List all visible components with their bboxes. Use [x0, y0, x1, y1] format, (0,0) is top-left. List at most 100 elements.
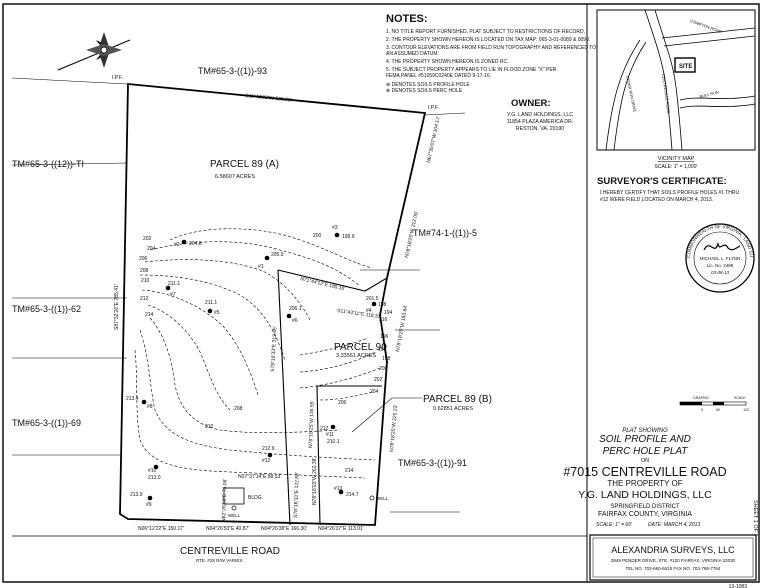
map-holes-9-elev-label: 213.0	[148, 475, 161, 481]
map-holes-10-elev-label: 210.1	[327, 439, 340, 445]
map-bearings-seg_s4-label: N04°26'37"E 113.91'	[318, 526, 364, 532]
seal-signature	[703, 241, 741, 251]
soil-hole-12: #12 212.9	[262, 446, 275, 464]
map-holes-2-num-label: #3	[332, 225, 338, 231]
graphic-scale-tick-1: 60	[716, 408, 720, 412]
map-bearings-interior_vert-label: S78°16'33"E 312.95'	[270, 326, 278, 372]
parcel-89b-title: PARCEL 89 (B)	[423, 394, 492, 405]
vicinity-centreville: CENTREVILLE ROAD	[661, 73, 672, 113]
building-label: BLDG.	[248, 495, 263, 501]
plat-the-property: THE PROPERTY OF	[607, 479, 682, 488]
tm-left-mid: TM#65-3-((1))-62	[12, 304, 81, 314]
note-4: 4. THE PROPERTY SHOWN HEREON IS ZONED RC…	[386, 59, 509, 65]
vicinity-site-label: SITE	[679, 64, 692, 70]
map-bearings-inner_left-label: N78°18'25"W 135.55'	[308, 400, 316, 448]
note-5b: FEMA PANEL #51059C0240E DATED 9-17-10.	[386, 73, 491, 79]
soil-hole-2: #2 204.8	[174, 239, 202, 248]
note-5: 5. THE SUBJECT PROPERTY APPEARS TO LIE I…	[386, 67, 557, 73]
contour-labels: 200 202 204 206 208 210 212 214 216 196 …	[139, 233, 393, 474]
plat-district: SPRINGFIELD DISTRICT	[610, 504, 680, 510]
plat-title-block: PLAT SHOWING SOIL PROFILE AND PERC HOLE …	[563, 428, 726, 518]
well-right-icon	[369, 495, 375, 501]
soil-hole-6: #6 206.1	[286, 306, 302, 324]
map-holes-1-elev-label: 204.8	[189, 241, 202, 247]
seal-date: 03-08-13	[711, 270, 730, 275]
owner-line-2: 11854 PLAZA AMERICA DR.	[507, 119, 574, 125]
drawing-number: 13-1083	[729, 584, 748, 588]
certificate-line-1: I HEREBY CERTIFY THAT SOILS PROFILE HOLE…	[600, 190, 740, 196]
map-contours-11-label: 200	[379, 366, 388, 372]
map-contours-7-label: 214	[145, 312, 154, 318]
map-bearings-lower_left-label: N07°37'14"E 88.53'	[238, 474, 281, 480]
note-3: 3. CONTOUR ELEVATIONS ARE FROM FIELD RUN…	[386, 45, 596, 51]
map-holes-5-num-label: #6	[292, 318, 298, 324]
parcel-89a-acres: 6.58607 ACRES	[215, 174, 255, 180]
map-contours-2-label: 204	[147, 246, 156, 252]
plat-scale: SCALE: 1" = 60'	[596, 522, 633, 528]
map-holes-11-num-label: #12	[262, 458, 271, 464]
map-bearings-interior_top-label: N71°44'12"E 185.16'	[300, 276, 346, 292]
map-holes-4-num-label: #5	[214, 310, 220, 316]
firm-address: 3949 PENDER DRIVE, STE. #120 FAIRFAX, VI…	[611, 558, 736, 563]
map-contours-6-label: 212	[140, 296, 149, 302]
map-contours-8-label: 216	[379, 317, 388, 323]
map-holes-11-elev-label: 212.9	[262, 446, 275, 452]
property-boundary	[119, 83, 427, 526]
map-holes-10-num-label: #11	[326, 432, 334, 438]
map-contours-17-label: 212	[320, 426, 329, 432]
map-holes-5-elev-label: 206.1	[289, 306, 302, 312]
note-1: 1. NO TITLE REPORT FURNISHED, PLAT SUBJE…	[386, 29, 585, 35]
seal-lic: Lic. No. 2489	[707, 263, 734, 268]
map-contours-14-label: 206	[338, 400, 347, 406]
owner-title: OWNER:	[511, 98, 551, 109]
map-holes-0-num-label: #1	[258, 264, 264, 270]
graphic-scale: GRAPHIC SCALE 0 60 120	[679, 396, 749, 412]
tm-left-bot: TM#65-3-((1))-69	[12, 418, 81, 428]
map-holes-2-elev-label: 199.9	[342, 234, 355, 240]
graphic-scale-label-2: SCALE	[734, 396, 746, 400]
tm-right-mid: TM#74-1-((1))-5	[413, 228, 477, 238]
plat-owner: Y.G. LAND HOLDINGS, LLC	[578, 489, 712, 501]
map-contours-10-label: 198	[382, 356, 391, 362]
plat-county: FAIRFAX COUNTY, VIRGINIA	[598, 511, 692, 518]
map-contours-4-label: 208	[140, 268, 149, 274]
map-holes-6-elev-label: 211.1	[168, 281, 180, 287]
map-contours-5-label: 210	[141, 278, 150, 284]
soil-hole-3: #3 199.9	[332, 225, 355, 240]
map-contours-16-label: 210	[205, 424, 214, 430]
legend-profile: ⊕ DENOTES SOILS PROFILE HOLE	[386, 82, 470, 88]
parcel-90-title: PARCEL 90	[334, 342, 387, 353]
plat-address: #7015 CENTREVILLE ROAD	[563, 465, 726, 479]
parcel-89b-leader	[351, 397, 422, 433]
map-holes-8-elev-label: 213.9	[130, 492, 143, 498]
map-bearings-north-label: S11°42'02"W 536.92'	[245, 93, 292, 104]
surveyor-firm-box: ALEXANDRIA SURVEYS, LLC 3949 PENDER DRIV…	[589, 534, 757, 581]
map-contours-3-label: 206	[139, 256, 148, 262]
map-bearings-small_b-label: S78°16'33"E 122.88'	[293, 472, 301, 518]
firm-phone: TEL NO. 703-660-6615 FAX NO. 703-768-776…	[626, 566, 721, 571]
soil-hole-1: #1 205.9	[258, 252, 284, 270]
notes-list: 1. NO TITLE REPORT FURNISHED, PLAT SUBJE…	[386, 29, 596, 94]
map-holes-3-elev-label: 201.5	[366, 296, 379, 302]
map-contours-20-label: 196	[380, 334, 389, 340]
parcel-89b-west	[316, 385, 321, 526]
map-holes-0-elev-label: 205.9	[271, 252, 284, 258]
map-holes-12-elev-label: 214.7	[346, 492, 359, 498]
map-holes-1-num-label: #2	[174, 242, 180, 248]
certificate-line-2: #12 WERE FIELD LOCATED ON MARCH 4, 2013.	[600, 197, 713, 203]
note-2: 2. THE PROPERTY SHOWN HEREON IS LOCATED …	[386, 37, 590, 43]
map-bearings-interior_mid-label: N78°18'25"W 183.84'	[395, 305, 409, 353]
map-bearings-interior_e-label: S11°43'11"E 118.33'	[337, 308, 382, 320]
tm-left-top: TM#65-3-((12))-TI	[12, 159, 84, 169]
owner-line-1: Y.G. LAND HOLDINGS, LLC	[507, 112, 573, 118]
note-3b: AN ASSUMED DATUM.	[386, 51, 439, 57]
map-holes-3-num-label: #4	[366, 308, 372, 314]
sheet-label: SHEET 1 OF 1	[752, 500, 758, 537]
graphic-scale-tick-0: 0	[701, 408, 703, 412]
parcel-89a-title: PARCEL 89 (A)	[210, 159, 279, 170]
surveyor-seal: COMMONWEALTH OF VIRGINIA · LAND SURVEYOR…	[685, 223, 755, 293]
